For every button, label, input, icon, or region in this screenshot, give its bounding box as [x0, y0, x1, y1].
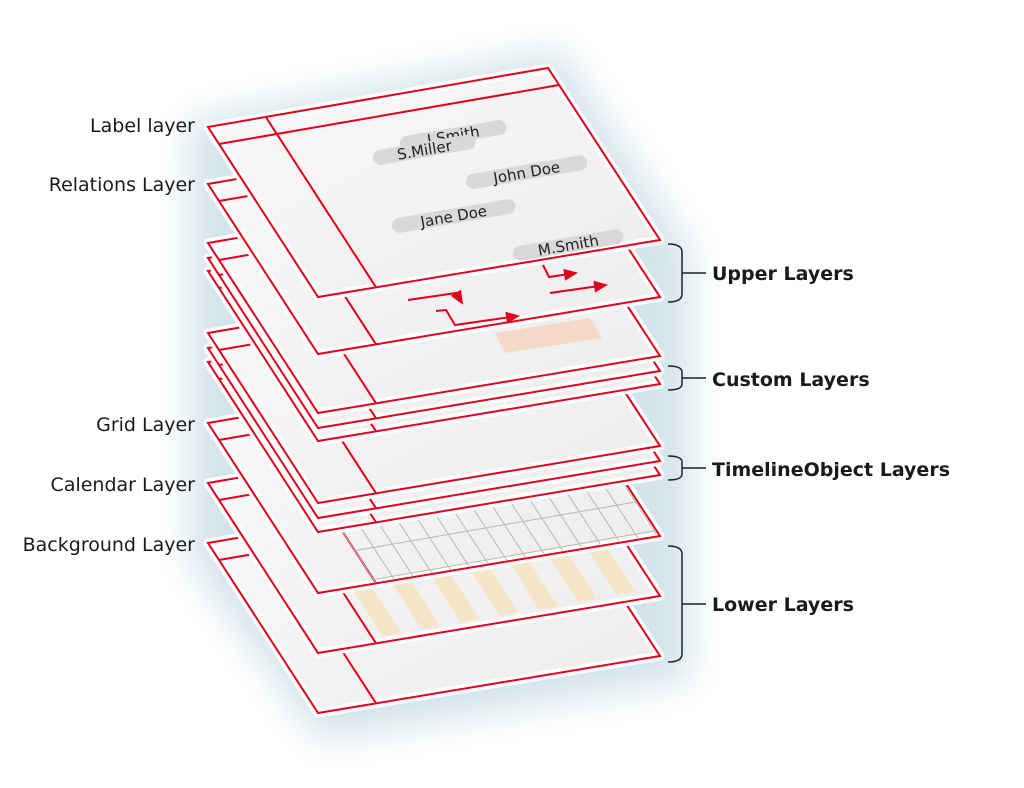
calendar-layer-label: Calendar Layer: [51, 474, 196, 496]
column-line: [264, 116, 377, 288]
label-pill: [372, 134, 476, 165]
label-pill: [512, 229, 624, 261]
background-layer-label: Background Layer: [23, 534, 196, 556]
relation-arrow: [549, 280, 608, 294]
brackets: [667, 243, 706, 663]
label-layer-label: Label layer: [90, 115, 195, 137]
timelineobject-layers-label: TimelineObject Layers: [712, 459, 950, 481]
layer-outline: [206, 66, 662, 299]
label-pill: [391, 199, 516, 233]
upper-layers-label: Upper Layers: [712, 263, 854, 285]
relation-arrow: [435, 308, 520, 327]
grid-line: [373, 530, 656, 581]
grid-line: [354, 501, 638, 552]
grid-layer-label: Grid Layer: [96, 414, 195, 436]
label-pill: [465, 155, 588, 189]
lower-layers-label: Lower Layers: [712, 594, 854, 616]
relation-arrow: [542, 264, 578, 281]
custom-bracket: [667, 365, 706, 391]
timeline-bracket: [667, 455, 706, 481]
custom-layers-label: Custom Layers: [712, 369, 870, 391]
custom-rect: [495, 318, 602, 353]
relations-layer-label: Relations Layer: [49, 174, 195, 196]
lower-bracket: [667, 545, 706, 663]
relation-arrow: [407, 289, 464, 305]
header-line: [218, 84, 560, 145]
upper-bracket: [667, 243, 706, 303]
